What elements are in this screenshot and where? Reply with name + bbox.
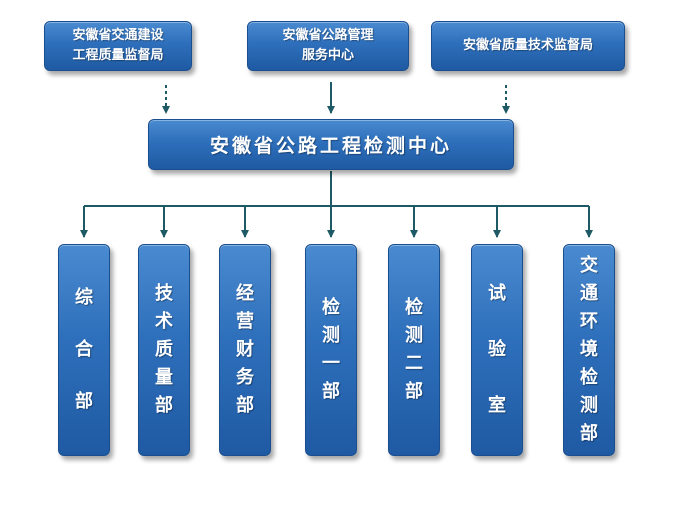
dept-box-technical-quality: 技术质量部 bbox=[138, 244, 190, 456]
dept-label: 技术质量部 bbox=[155, 283, 173, 416]
center-label: 安徽省公路工程检测中心 bbox=[209, 135, 452, 157]
dept-label: 试验室 bbox=[488, 283, 506, 416]
dept-box-laboratory: 试验室 bbox=[471, 244, 523, 456]
dept-label: 交通环境检测部 bbox=[580, 255, 598, 444]
dept-box-general: 综合部 bbox=[58, 244, 110, 456]
dept-label: 检测二部 bbox=[405, 297, 423, 402]
supervisor-label: 安徽省质量技术监督局 bbox=[462, 38, 593, 53]
dept-label: 经营财务部 bbox=[236, 283, 254, 416]
dept-label: 检测一部 bbox=[322, 297, 340, 402]
supervisor-label: 安徽省交通建设 工程质量监督局 bbox=[72, 28, 164, 63]
dept-box-testing-2: 检测二部 bbox=[388, 244, 440, 456]
dept-box-traffic-environment: 交通环境检测部 bbox=[563, 244, 615, 456]
supervisor-label: 安徽省公路管理 服务中心 bbox=[282, 28, 374, 63]
center-box-highway-testing-center: 安徽省公路工程检测中心 bbox=[148, 119, 514, 170]
supervisor-box-highway-service-center: 安徽省公路管理 服务中心 bbox=[247, 21, 409, 71]
supervisor-box-quality-tech-bureau: 安徽省质量技术监督局 bbox=[431, 21, 625, 71]
dept-label: 综合部 bbox=[75, 287, 93, 412]
supervisor-box-transport-quality-bureau: 安徽省交通建设 工程质量监督局 bbox=[44, 21, 192, 71]
dept-box-business-finance: 经营财务部 bbox=[219, 244, 271, 456]
dept-box-testing-1: 检测一部 bbox=[305, 244, 357, 456]
